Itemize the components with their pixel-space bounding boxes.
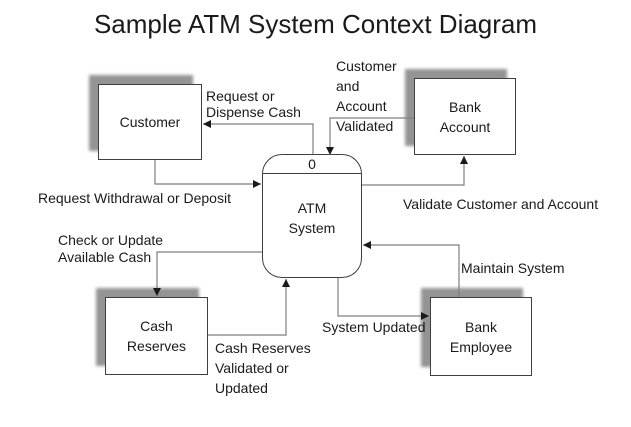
flow-arrow-check-or-update-available-cash: [153, 251, 262, 296]
flow-label-system-updated: System Updated: [322, 319, 426, 335]
flow-arrow-system-updated: [337, 278, 429, 320]
flow-label-request-withdrawal-or-deposit: Request Withdrawal or Deposit: [38, 190, 231, 206]
flow-label-customer-and-account-validated: Customer and Account Validated: [336, 58, 397, 134]
flow-label-request-or-dispense-cash: Request or Dispense Cash: [206, 88, 301, 120]
entity-cash-reserves-label: Cash Reserves: [126, 318, 187, 354]
flow-arrow-request-withdrawal-or-deposit: [154, 160, 261, 188]
process-atm-system-label: ATM System: [288, 200, 336, 236]
flow-label-maintain-system: Maintain System: [461, 260, 565, 276]
entity-box-bank-employee: Bank Employee: [430, 297, 532, 376]
entity-customer-label: Customer: [119, 114, 181, 130]
entity-bank-employee-label: Bank Employee: [449, 318, 513, 355]
flow-label-validate-customer-and-account: Validate Customer and Account: [403, 196, 599, 212]
flow-arrow-request-or-dispense-cash: [203, 120, 314, 154]
flow-arrow-cash-reserves-validated-or-updated: [208, 279, 290, 336]
process-number: 0: [263, 155, 361, 174]
flow-arrow-maintain-system: [363, 241, 460, 297]
entity-box-bank-account: Bank Account: [414, 78, 516, 155]
entity-bank-account-label: Bank Account: [439, 98, 491, 135]
entity-box-cash-reserves: Cash Reserves: [105, 297, 208, 375]
entity-box-customer: Customer: [98, 84, 202, 160]
flow-arrow-validate-customer-and-account: [362, 156, 468, 186]
diagram-title: Sample ATM System Context Diagram: [93, 9, 538, 39]
flow-label-cash-reserves-validated-or-updated: Cash Reserves Validated or Updated: [215, 340, 311, 396]
process-box-atm-system: 0 ATM System: [262, 154, 362, 278]
flow-label-check-or-update-available-cash: Check or Update Available Cash: [58, 232, 164, 265]
